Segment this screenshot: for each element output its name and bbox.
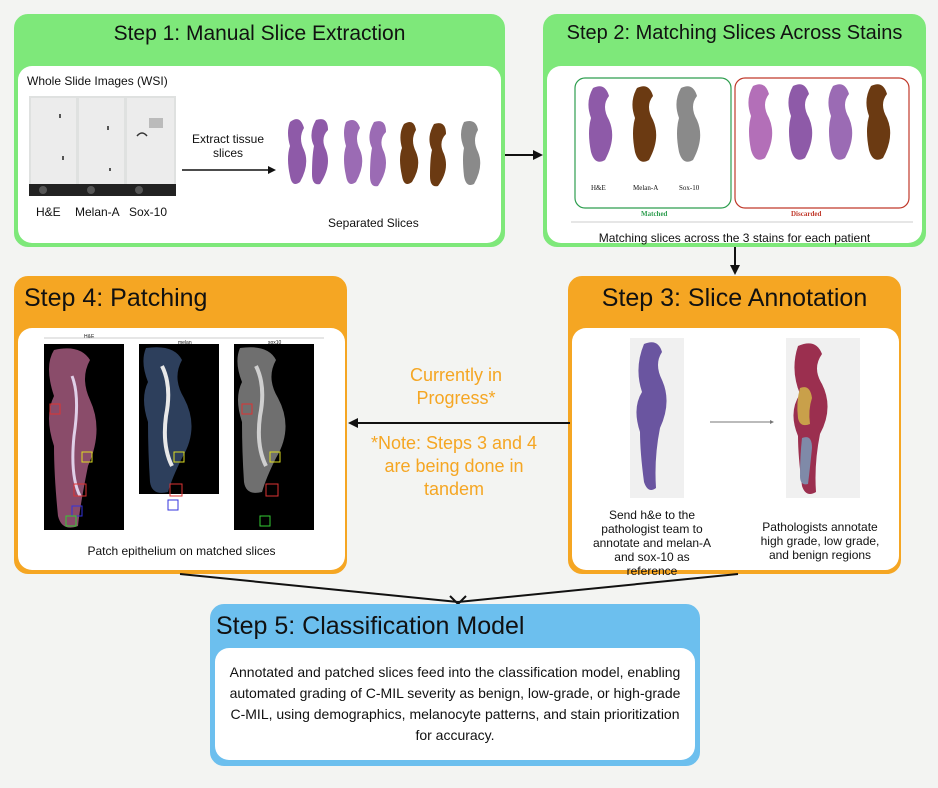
annotation-figure [630,338,860,498]
patching-figure [44,337,324,530]
slice-he-1 [288,119,307,184]
step3-title: Step 3: Slice Annotation [601,284,868,312]
step5-title: Step 5: Classification Model [216,612,525,640]
wsi-label: Whole Slide Images (WSI) [27,74,168,88]
step4-card: Step 4: Patching H&E melan sox10 [14,276,347,574]
matched-stain-sox: Sox-10 [679,184,700,192]
step2-title: Step 2: Matching Slices Across Stains [566,22,903,44]
step3-panel: Send h&e to the pathologist team to anno… [572,328,899,578]
extract-label: Extract tissue slices [191,132,265,160]
step3-right-caption: Pathologists annotate high grade, low gr… [760,520,880,562]
wsi-stain-melan: Melan-A [75,205,120,219]
step2-caption: Matching slices across the 3 stains for … [598,231,871,245]
arrow-step3-step4 [348,418,570,428]
slice-he-4 [369,121,386,187]
discarded-label: Discarded [791,210,822,218]
step1-panel: Whole Slide Images (WSI) H&E Melan-A Sox… [18,66,501,243]
step4-title: Step 4: Patching [24,284,208,312]
step1-title: Step 1: Manual Slice Extraction [113,22,406,45]
matched-stain-he: H&E [591,184,606,192]
matched-stain-melan: Melan-A [633,184,659,192]
slice-he-2 [311,119,328,185]
patch-label-melan: melan [178,340,192,346]
matching-figure [571,77,913,223]
step4-caption: Patch epithelium on matched slices [87,544,276,558]
extract-arrow [182,166,276,174]
arrow-step2-step3 [730,247,740,275]
step2-panel: H&E Melan-A Sox-10 Matched Discarded Mat… [547,66,922,245]
slice-melan-2 [429,123,446,187]
step4-panel: H&E melan sox10 Patch ep [18,328,345,570]
patch-label-he: H&E [84,334,95,340]
step1-card: Step 1: Manual Slice Extraction Whole Sl… [14,14,505,247]
step3-card: Step 3: Slice Annotation Send h&e to the… [568,276,901,578]
slice-he-3 [344,120,363,184]
patch-label-sox: sox10 [268,340,282,346]
arrow-step1-step2 [505,150,543,160]
step5-panel: Annotated and patched slices feed into t… [215,648,695,760]
slice-melan-1 [400,122,419,184]
matched-label: Matched [641,210,668,218]
wsi-stain-he: H&E [36,205,61,219]
separated-label: Separated Slices [328,216,419,230]
wsi-stain-sox: Sox-10 [129,205,168,219]
progress-text: Currently in Progress* [409,365,503,408]
step2-card: Step 2: Matching Slices Across Stains H&… [543,14,926,247]
wsi-slides-image [29,96,176,196]
step3-left-caption: Send h&e to the pathologist team to anno… [592,508,712,578]
tandem-note: *Note: Steps 3 and 4 are being done in t… [370,433,538,499]
step5-body: Annotated and patched slices feed into t… [229,664,681,743]
separated-slices-image [288,119,481,187]
slice-sox-1 [461,121,481,185]
step5-card: Step 5: Classification Model Annotated a… [210,604,700,766]
